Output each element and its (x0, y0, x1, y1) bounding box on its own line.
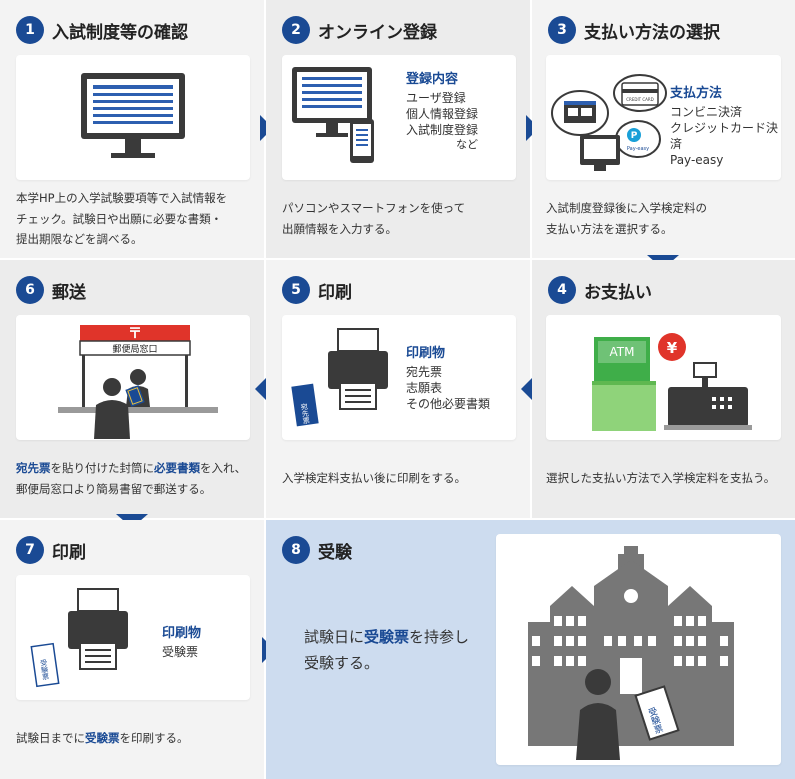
printed-materials: 印刷物 宛先票 志願表 その他必要書類 (406, 346, 491, 411)
arrow-left-icon (255, 376, 268, 402)
payeasy-label: Pay-easy (627, 146, 649, 152)
post-office-sign: 郵便局窓口 (112, 343, 157, 355)
step-description: パソコンやスマートフォンを使って 出願情報を入力する。 (282, 201, 466, 236)
printer-icon: 宛先票 (291, 328, 388, 427)
atm-and-register-icon: ATM ¥ (592, 333, 752, 431)
payment-methods-icon: CREDIT CARD P Pay-easy (551, 74, 667, 171)
payment-methods-list: 支払方法 コンビニ決済 クレジットカード決済 Pay-easy (670, 86, 779, 168)
step-7-card: 受験票 印刷物 受験票 (16, 575, 250, 700)
step-number: 7 (16, 536, 44, 564)
step-description: 宛先票を貼り付けた封筒に必要書類を入れ、 郵便局窓口より簡易書留で郵送する。 (16, 461, 247, 496)
step-title: 受験 (318, 542, 352, 563)
yen-icon: ¥ (667, 339, 678, 357)
step-description: 入試制度登録後に入学検定料の 支払い方法を選択する。 (546, 201, 707, 236)
step-6-card: 〒 郵便局窓口 (16, 315, 250, 440)
arrow-left-icon (521, 376, 534, 402)
svg-text:P: P (631, 131, 638, 141)
step-title: オンライン登録 (318, 22, 437, 43)
step-title: 支払い方法の選択 (584, 22, 720, 43)
step-title: お支払い (584, 282, 652, 303)
step-title: 印刷 (52, 542, 86, 563)
step-title: 郵送 (52, 282, 86, 303)
step-6-panel: 6 郵送 〒 郵便局窓口 宛先票を貼り付けた封筒に必要書類を入れ、 郵便局窓口より… (0, 260, 264, 518)
exam-ticket-label: 受験票 (39, 658, 50, 681)
step-1-panel: 1 入試制度等の確認 本学HP上の入学試験要項等で入試情報を チェック。試験日や出… (0, 0, 264, 258)
step-7-panel: 7 印刷 受験票 印刷物 受験票 試験日までに受験票を印刷する。 (0, 520, 264, 779)
step-3-card: CREDIT CARD P Pay-easy 支払方法 コンビニ決済 クレジット… (546, 55, 781, 180)
step-1-card (16, 55, 250, 180)
step-number: 6 (16, 276, 44, 304)
step-description: 本学HP上の入学試験要項等で入試情報を チェック。試験日や出願に必要な書類・ 提… (16, 191, 228, 247)
step-description: 試験日までに受験票を印刷する。 (16, 731, 189, 745)
step-title: 印刷 (318, 282, 352, 303)
step-number: 5 (282, 276, 310, 304)
printed-materials: 印刷物 受験票 (162, 626, 202, 659)
post-mark-icon: 〒 (128, 326, 142, 342)
step-8-card: 受験票 (496, 534, 781, 765)
address-slip-label: 宛先票 (300, 402, 311, 425)
step-description: 選択した支払い方法で入学検定料を支払う。 (546, 471, 776, 485)
step-number: 8 (282, 536, 310, 564)
step-number: 3 (548, 16, 576, 44)
step-5-card: 宛先票 印刷物 宛先票 志願表 その他必要書類 (282, 315, 516, 440)
credit-card-label: CREDIT CARD (626, 97, 653, 102)
step-4-card: ATM ¥ (546, 315, 781, 440)
printer-icon: 受験票 (30, 588, 128, 688)
exam-day-text: 試験日に受験票を持参し 受験する。 (304, 628, 470, 672)
post-office-counter-icon: 〒 郵便局窓口 (58, 325, 218, 439)
step-number: 1 (16, 16, 44, 44)
step-2-card: 登録内容 ユーザ登録 個人情報登録 入試制度登録 など (282, 55, 516, 180)
step-number: 2 (282, 16, 310, 44)
step-4-panel: 4 お支払い ATM ¥ 選択した支払い方法で入学検定料を支払う。 (532, 260, 795, 518)
step-title: 入試制度等の確認 (52, 22, 188, 43)
step-8-panel: 8 受験 (266, 520, 795, 779)
step-5-panel: 5 印刷 宛先票 印刷物 宛先票 志願表 その他必要書類 入学検定料支払い後に印刷… (266, 260, 530, 518)
monitor-icon (81, 73, 185, 158)
step-3-panel: 3 支払い方法の選択 CREDIT CARD P Pay-easy (532, 0, 795, 258)
registration-contents: 登録内容 ユーザ登録 個人情報登録 入試制度登録 など (406, 72, 479, 152)
step-description: 入学検定料支払い後に印刷をする。 (282, 471, 466, 485)
step-number: 4 (548, 276, 576, 304)
computer-and-smartphone-icon (292, 67, 374, 163)
school-and-student-icon: 受験票 (528, 546, 734, 760)
atm-label: ATM (610, 345, 635, 359)
